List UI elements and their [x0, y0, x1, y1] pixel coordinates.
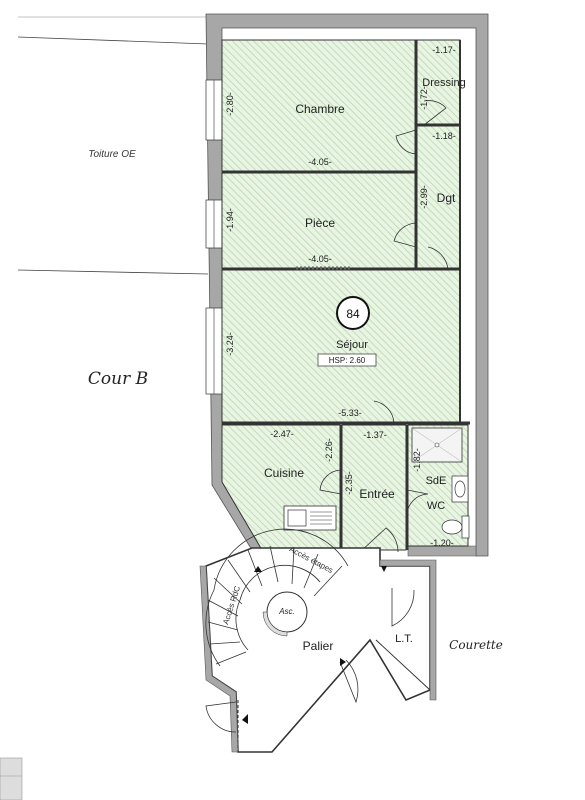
toiture-label: Toiture OE [88, 149, 136, 160]
lt-label: L.T. [395, 633, 413, 645]
door-landing-lt[interactable] [391, 588, 415, 627]
dim-sde-h: -1.82- [412, 448, 422, 472]
arrow-entree [381, 566, 387, 572]
door-landing-bottom[interactable] [339, 659, 359, 704]
roof-line-top [17, 36, 209, 45]
dgt-label: Dgt [437, 191, 456, 205]
legend-corner [0, 757, 23, 800]
asc-label: Asc. [278, 607, 295, 616]
door-sde[interactable] [406, 489, 429, 519]
door-entree[interactable] [359, 527, 399, 553]
room-entree [341, 424, 407, 551]
arrow-palier [340, 658, 346, 666]
circle-number: 84 [346, 307, 360, 321]
chambre-label: Chambre [295, 102, 345, 116]
dim-cuisine-w: -2.47- [270, 429, 294, 439]
kitchen-sink [283, 505, 337, 531]
sejour-label: Séjour [336, 339, 368, 351]
door-sejour[interactable] [368, 400, 395, 424]
dim-sejour-h: -3.24- [225, 332, 235, 356]
dim-piece-w: -4.05- [308, 254, 332, 264]
dim-dgt-h: -2.99- [419, 185, 429, 209]
door-landing-left[interactable] [205, 701, 237, 733]
arrow-left [242, 714, 248, 724]
washbasin [451, 475, 469, 503]
dim-dressing-w: -1.17- [432, 45, 456, 55]
dressing-label: Dressing [422, 77, 465, 89]
door-piece[interactable] [393, 222, 417, 248]
wc-label: WC [427, 500, 445, 512]
dim-sejour-w: -5.33- [338, 408, 362, 418]
hsp-box [317, 353, 377, 367]
palier-label: Palier [303, 639, 334, 653]
room-chambre [221, 39, 417, 172]
entree-label: Entrée [359, 487, 395, 501]
dim-cuisine-h: -2.26- [324, 438, 334, 462]
dim-dressing-h: -1.72- [419, 86, 429, 110]
sde-label: SdE [426, 475, 447, 487]
dim-piece-h: -1.94- [225, 208, 235, 232]
door-chambre[interactable] [395, 129, 417, 155]
door-cuisine[interactable] [319, 469, 342, 495]
dim-chambre-h: -2.80- [225, 92, 235, 116]
dim-sde-w: -1.20- [430, 538, 454, 548]
dim-entree-w: -1.37- [363, 430, 387, 440]
apartment-number-circle [336, 296, 370, 330]
piece-label: Pièce [305, 216, 335, 230]
hsp-label: HSP: 2.60 [329, 356, 366, 365]
cour-b-label: Cour B [88, 369, 148, 389]
roof-line-bottom [17, 269, 209, 275]
spiral-staircase [205, 528, 349, 667]
dim-entree-h: -2.35- [344, 471, 354, 495]
courette-label: Courette [449, 638, 503, 652]
door-dressing[interactable] [423, 100, 447, 126]
room-cuisine [221, 424, 341, 551]
dim-chambre-w: -4.05- [308, 157, 332, 167]
cuisine-label: Cuisine [264, 466, 304, 480]
toilet [461, 515, 470, 539]
dim-dgt-w: -1.18- [432, 131, 456, 141]
door-dgt-bottom[interactable] [422, 246, 449, 270]
room-piece [221, 172, 417, 269]
